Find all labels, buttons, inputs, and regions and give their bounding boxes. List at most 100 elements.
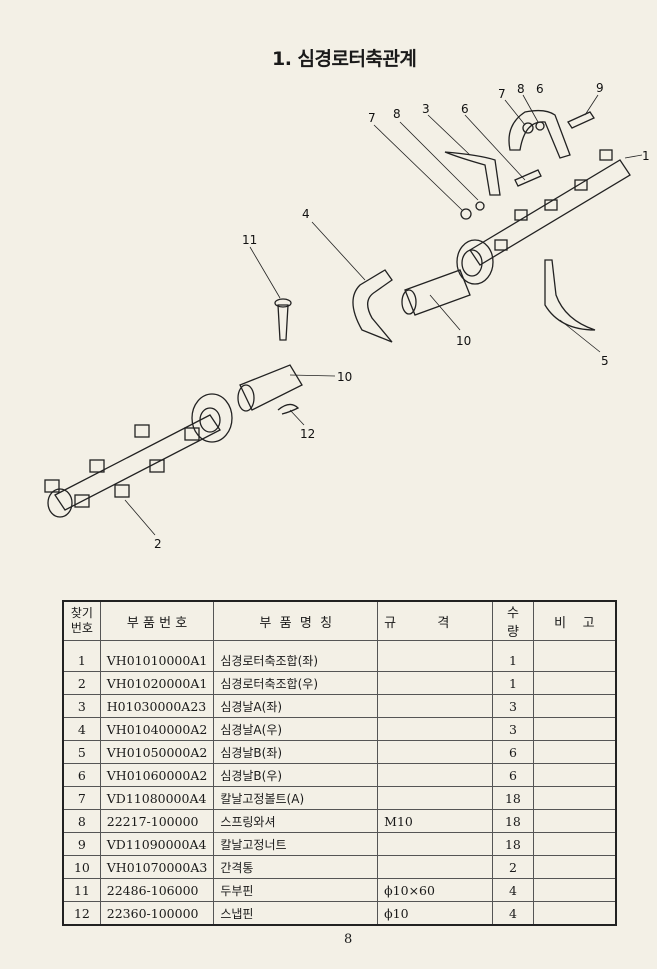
flange-right bbox=[456, 239, 494, 285]
head-pin bbox=[277, 304, 289, 341]
cell-ref-no: 7 bbox=[62, 786, 101, 810]
cell-ref-no: 10 bbox=[62, 855, 101, 879]
cell-ref-no: 6 bbox=[62, 763, 101, 787]
cell-qty: 18 bbox=[492, 832, 534, 856]
header-ref-no-line2: 번호 bbox=[70, 621, 93, 635]
cell-qty: 18 bbox=[492, 809, 534, 833]
spacer-tube-bottom bbox=[239, 364, 303, 411]
callout-4: 4 bbox=[302, 207, 310, 221]
page-title: 1. 심경로터축관계 bbox=[272, 48, 417, 70]
bolt bbox=[567, 111, 595, 129]
cell-part-name: 심경날B(좌) bbox=[213, 740, 379, 764]
cell-qty: 6 bbox=[492, 740, 534, 764]
header-part-number: 부 품 번 호 bbox=[99, 600, 215, 641]
cell-qty: 4 bbox=[492, 878, 534, 902]
header-remarks: 비 고 bbox=[532, 600, 617, 641]
cell-ref-no: 4 bbox=[62, 717, 101, 741]
cell-part-number: VH01070000A3 bbox=[99, 855, 215, 879]
cell-part-number: VH01040000A2 bbox=[99, 717, 215, 741]
cell-spec: M10 bbox=[377, 809, 494, 833]
callout-8: 8 bbox=[393, 107, 401, 121]
cell-ref-no: 2 bbox=[62, 671, 101, 695]
cell-ref-no: 3 bbox=[62, 694, 101, 718]
cell-part-name: 심경날A(우) bbox=[213, 717, 379, 741]
cell-part-name: 심경로터축조합(우) bbox=[213, 671, 379, 695]
page-number: 8 bbox=[344, 932, 353, 947]
cell-part-number: 22486-106000 bbox=[99, 878, 215, 902]
callout-12: 12 bbox=[300, 427, 315, 441]
cell-spec bbox=[377, 786, 494, 810]
cell-part-number: 22360-100000 bbox=[99, 901, 215, 926]
cell-remarks bbox=[532, 901, 617, 926]
cell-part-number: VD11080000A4 bbox=[99, 786, 215, 810]
cell-part-number: VH01050000A2 bbox=[99, 740, 215, 764]
blade-5 bbox=[544, 259, 596, 331]
cell-ref-no: 8 bbox=[62, 809, 101, 833]
cell-part-name: 간격통 bbox=[213, 855, 379, 879]
cell-ref-no: 1 bbox=[62, 640, 101, 672]
rotor-shaft-left bbox=[54, 414, 221, 511]
cell-spec: ϕ10×60 bbox=[377, 878, 494, 902]
snap-pin bbox=[277, 403, 300, 415]
cell-qty: 1 bbox=[492, 671, 534, 695]
cell-spec bbox=[377, 832, 494, 856]
cell-remarks bbox=[532, 809, 617, 833]
cell-spec: ϕ10 bbox=[377, 901, 494, 926]
cell-remarks bbox=[532, 855, 617, 879]
cell-part-number: VD11090000A4 bbox=[99, 832, 215, 856]
cell-remarks bbox=[532, 740, 617, 764]
callout-8b: 8 bbox=[517, 82, 525, 96]
cell-qty: 3 bbox=[492, 694, 534, 718]
cell-ref-no: 11 bbox=[62, 878, 101, 902]
callout-11: 11 bbox=[242, 233, 257, 247]
callout-2: 2 bbox=[154, 537, 162, 551]
cell-spec bbox=[377, 763, 494, 787]
cell-qty: 6 bbox=[492, 763, 534, 787]
callout-9: 9 bbox=[596, 81, 604, 95]
blade-6 bbox=[508, 109, 571, 159]
cell-part-name: 심경날A(좌) bbox=[213, 694, 379, 718]
cell-qty: 4 bbox=[492, 901, 534, 926]
cell-part-number: VH01020000A1 bbox=[99, 671, 215, 695]
blade-4 bbox=[352, 269, 393, 343]
cell-part-number: 22217-100000 bbox=[99, 809, 215, 833]
callout-10b: 10 bbox=[337, 370, 352, 384]
cell-remarks bbox=[532, 878, 617, 902]
cell-part-name: 칼날고정너트 bbox=[213, 832, 379, 856]
callout-6b: 6 bbox=[536, 82, 544, 96]
header-part-name: 부 품 명 칭 bbox=[213, 600, 379, 641]
header-ref-no-line1: 찾기 bbox=[70, 606, 93, 620]
cell-ref-no: 12 bbox=[62, 901, 101, 926]
callout-3: 3 bbox=[422, 102, 430, 116]
cell-remarks bbox=[532, 832, 617, 856]
cell-part-name: 심경날B(우) bbox=[213, 763, 379, 787]
cell-qty: 2 bbox=[492, 855, 534, 879]
callout-7b: 7 bbox=[498, 87, 506, 101]
cell-remarks bbox=[532, 640, 617, 672]
exploded-parts-diagram: 1 2 3 4 5 6 7 7 8 8 9 6 10 10 11 12 bbox=[44, 81, 650, 551]
cell-ref-no: 5 bbox=[62, 740, 101, 764]
rotor-shaft-right bbox=[469, 159, 631, 266]
cell-remarks bbox=[532, 717, 617, 741]
cell-remarks bbox=[532, 694, 617, 718]
cell-qty: 1 bbox=[492, 640, 534, 672]
cell-remarks bbox=[532, 671, 617, 695]
callout-7: 7 bbox=[368, 111, 376, 125]
spacer-tube-top bbox=[404, 269, 471, 316]
cell-qty: 3 bbox=[492, 717, 534, 741]
cell-qty: 18 bbox=[492, 786, 534, 810]
cell-spec bbox=[377, 855, 494, 879]
cell-part-name: 스냅핀 bbox=[213, 901, 379, 926]
